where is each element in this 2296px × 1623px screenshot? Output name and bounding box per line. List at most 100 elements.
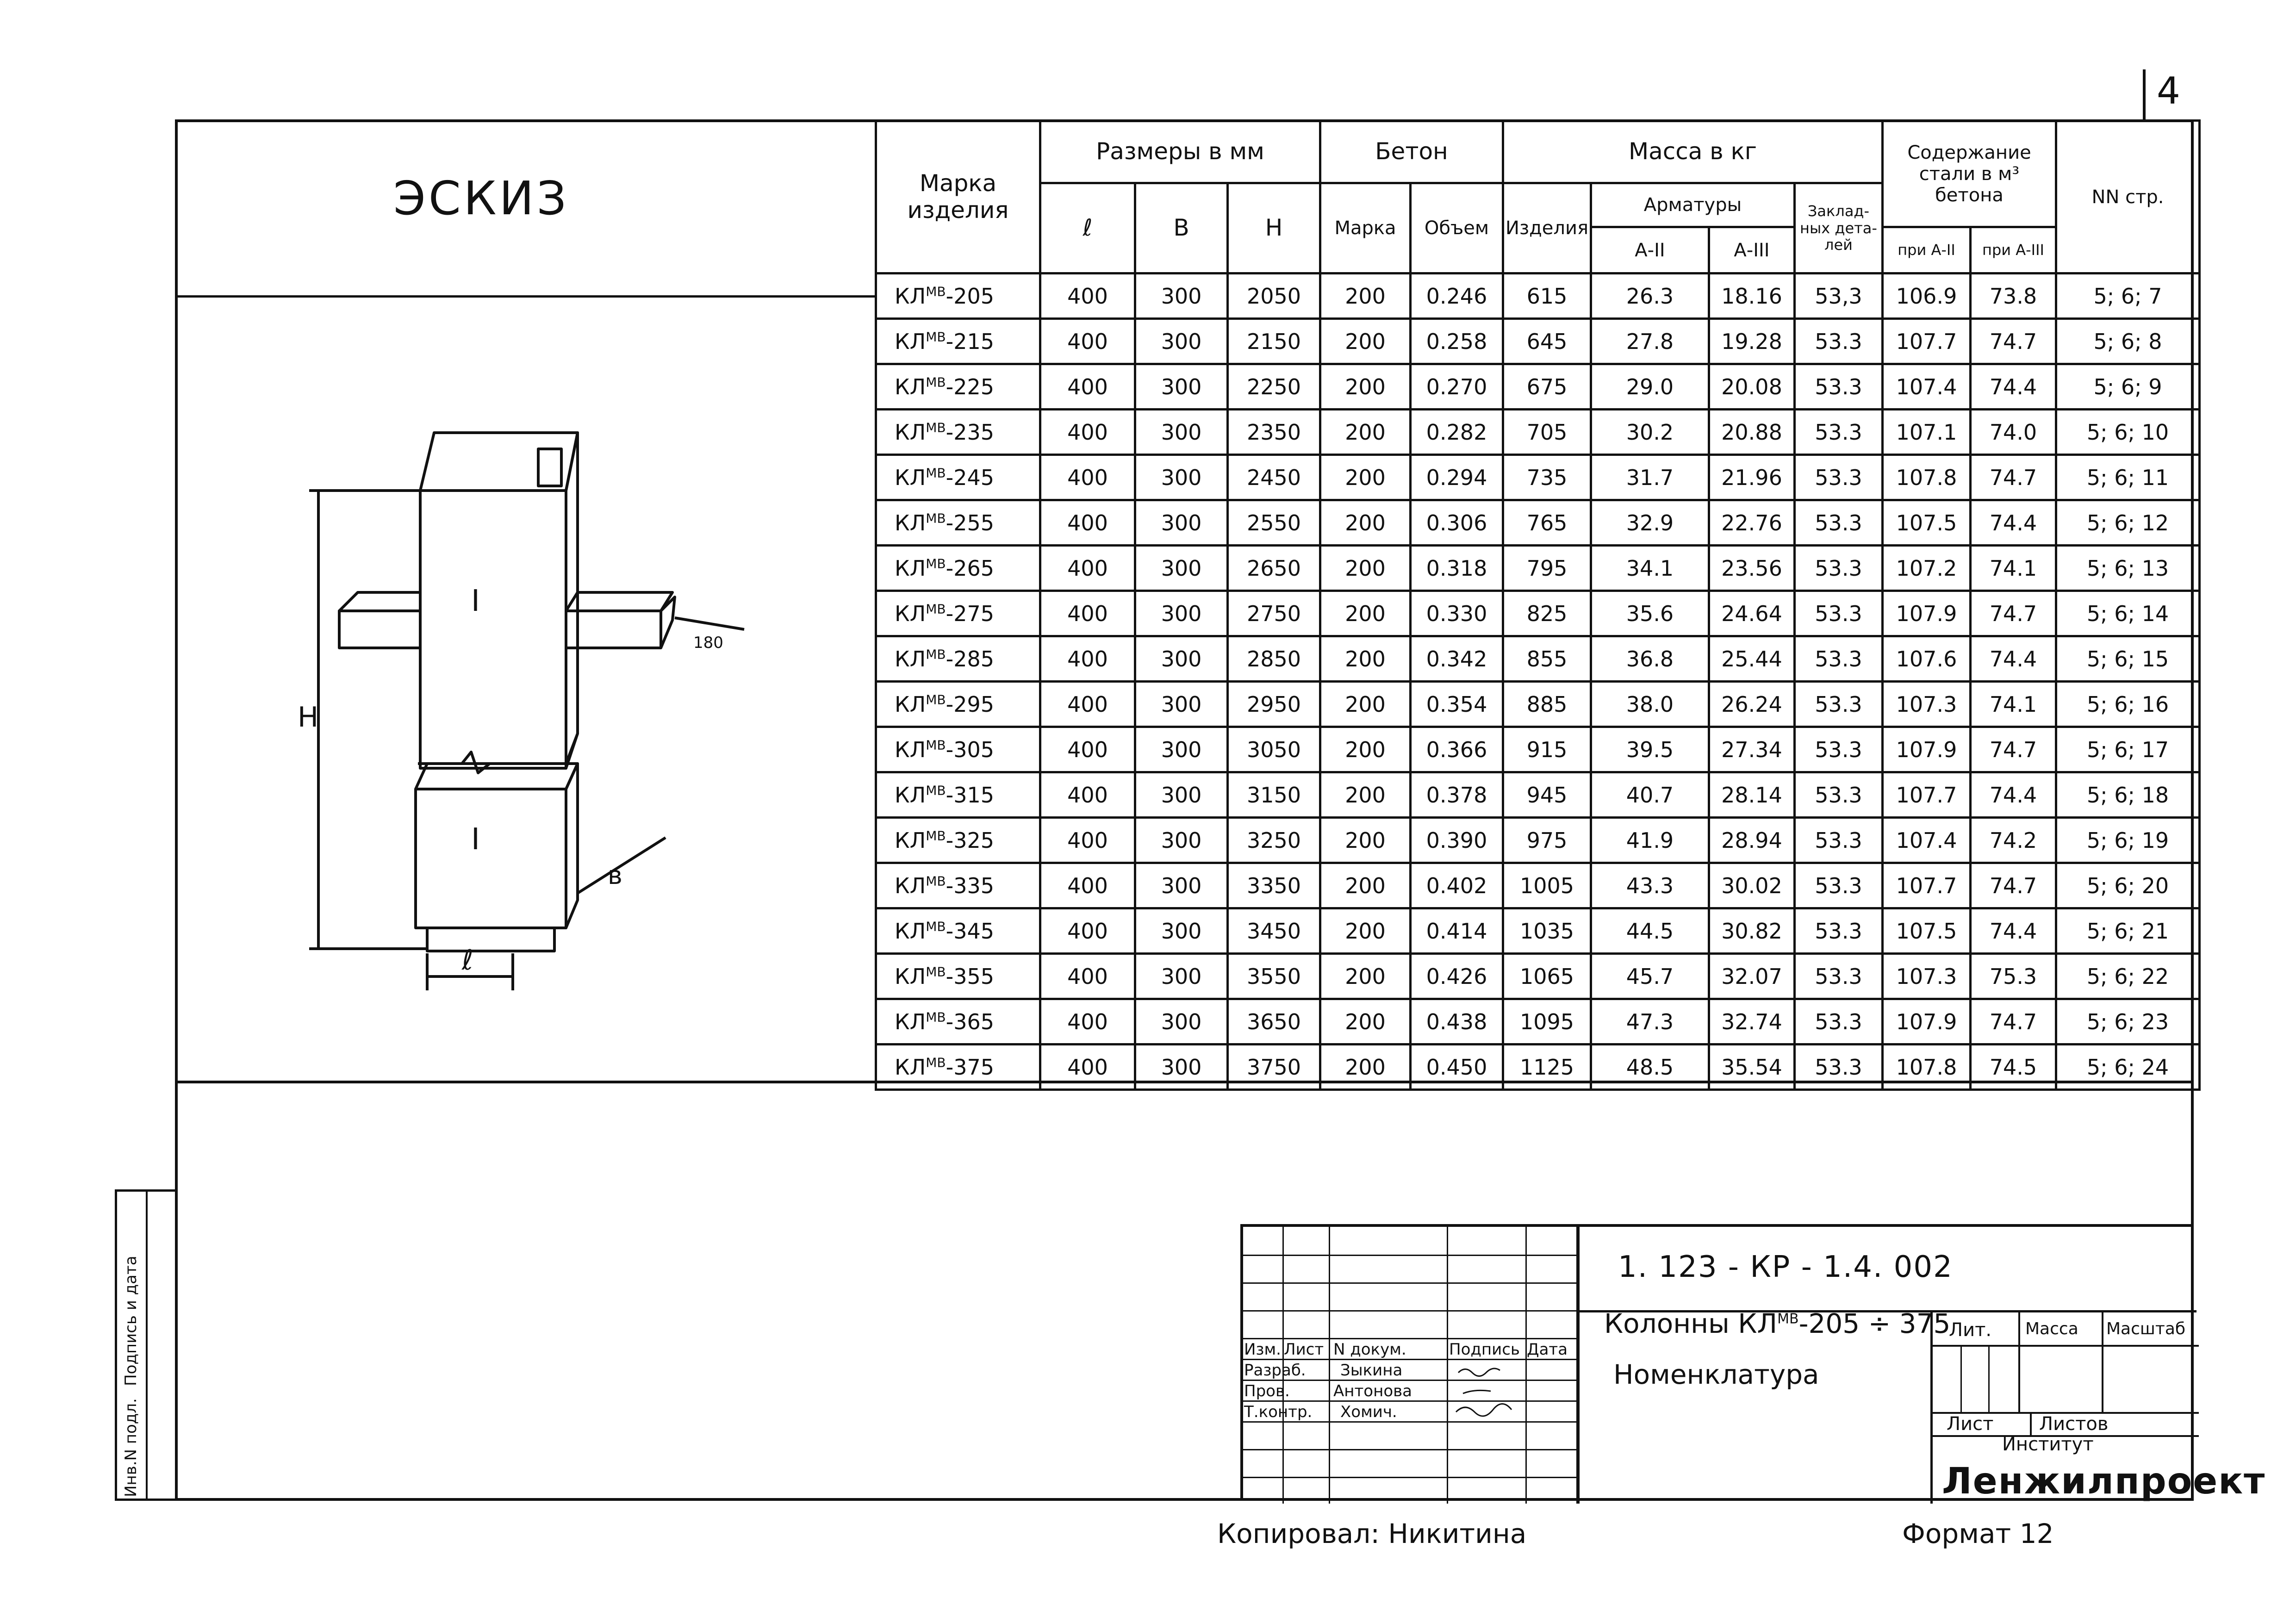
cell-h: 3250 [1226,816,1321,864]
cell-s3: 74.7 [1969,590,2057,637]
cell-grade: 200 [1319,590,1412,637]
cell-pages: 5; 6; 24 [2055,1043,2201,1091]
format-label: Формат 12 [1902,1518,2054,1549]
cell-b: 300 [1134,862,1229,909]
cell-a3: 19.28 [1708,317,1796,365]
cell-s2: 107.7 [1881,771,1972,819]
cell-b: 300 [1134,771,1229,819]
cell-emb: 53.3 [1793,499,1884,547]
cell-mark: КЛМВ-285 [875,635,1041,683]
mark-sup: МВ [926,783,946,798]
cell-a2: 29.0 [1590,363,1710,410]
col-date-label: Дата [1527,1340,1568,1359]
mark-base: КЛ [895,601,926,626]
cell-b: 300 [1134,816,1229,864]
col-list-label: Лист [1284,1340,1324,1359]
cell-a3: 26.24 [1708,680,1796,728]
cell-emb: 53.3 [1793,590,1884,637]
lower-front-face [414,788,567,929]
cell-h: 3050 [1226,726,1321,773]
sheets-label: Листов [2039,1413,2109,1435]
mark-base: КЛ [895,782,926,808]
mark-number: -375 [946,1054,995,1080]
cell-s3: 74.4 [1969,635,2057,683]
cell-emb: 53.3 [1793,408,1884,456]
header-divider [175,295,875,298]
cell-grade: 200 [1319,816,1412,864]
cell-emb: 53.3 [1793,544,1884,592]
cell-a2: 31.7 [1590,454,1710,501]
cell-vol: 0.378 [1409,771,1504,819]
cell-s2: 107.4 [1881,363,1972,410]
cell-s2: 107.3 [1881,680,1972,728]
cell-h: 2350 [1226,408,1321,456]
role-check: Пров. [1244,1382,1290,1400]
cell-vol: 0.246 [1409,272,1504,320]
cell-b: 300 [1134,680,1229,728]
cell-mark: КЛМВ-295 [875,680,1041,728]
col-ndoc-label: N докум. [1333,1340,1406,1359]
revision-grid: Изм. Лист N докум. Подпись Дата Разраб. … [1243,1227,1578,1504]
cell-s2: 107.1 [1881,408,1972,456]
nomenclature-table: Марка изделия Размеры в мм Бетон Масса в… [875,119,2201,1091]
lower-mark: I [471,822,480,857]
page-number: 4 [2157,69,2180,112]
mark-number: -225 [946,374,995,399]
cell-mass: 795 [1502,544,1592,592]
cell-mass: 945 [1502,771,1592,819]
col-steel-header: Содержание стали в м³ бетона [1881,119,2057,228]
cell-pages: 5; 6; 12 [2055,499,2201,547]
mark-base: КЛ [895,555,926,581]
name-check: Антонова [1333,1382,1412,1400]
cell-pages: 5; 6; 18 [2055,771,2201,819]
cell-l: 400 [1039,907,1136,955]
mark-sup: МВ [926,465,946,481]
cell-emb: 53.3 [1793,317,1884,365]
cell-mark: КЛМВ-315 [875,771,1041,819]
cell-s3: 74.4 [1969,907,2057,955]
mark-number: -305 [946,737,995,762]
cell-l: 400 [1039,1043,1136,1091]
cell-l: 400 [1039,862,1136,909]
col-steel-a3-header: при А-III [1969,226,2057,274]
col-h-header: Н [1226,182,1321,274]
cell-h: 2450 [1226,454,1321,501]
cell-l: 400 [1039,499,1136,547]
cell-mass: 975 [1502,816,1592,864]
mark-sup: МВ [926,374,946,390]
cell-b: 300 [1134,408,1229,456]
col-grade-header: Марка [1319,182,1412,274]
cell-b: 300 [1134,726,1229,773]
cell-a2: 35.6 [1590,590,1710,637]
mark-number: -335 [946,873,995,898]
cell-a3: 18.16 [1708,272,1796,320]
cell-vol: 0.354 [1409,680,1504,728]
flange-dim-line [674,616,745,631]
cell-vol: 0.438 [1409,998,1504,1045]
document-code: 1. 123 - КР - 1.4. 002 [1618,1250,1953,1284]
cell-a3: 32.74 [1708,998,1796,1045]
mark-sup: МВ [926,737,946,753]
cell-pages: 5; 6; 22 [2055,952,2201,1000]
cell-grade: 200 [1319,998,1412,1045]
cell-h: 2750 [1226,590,1321,637]
cell-s3: 74.4 [1969,771,2057,819]
cell-l: 400 [1039,816,1136,864]
col-sign-label: Подпись [1449,1340,1520,1359]
cell-pages: 5; 6; 21 [2055,907,2201,955]
mark-base: КЛ [895,964,926,989]
cell-a3: 30.82 [1708,907,1796,955]
cell-mark: КЛМВ-275 [875,590,1041,637]
mark-base: КЛ [895,419,926,445]
mark-sup: МВ [926,510,946,526]
mark-number: -205 [946,283,995,309]
cell-mark: КЛМВ-325 [875,816,1041,864]
cell-mark: КЛМВ-345 [875,907,1041,955]
cell-s2: 107.9 [1881,726,1972,773]
